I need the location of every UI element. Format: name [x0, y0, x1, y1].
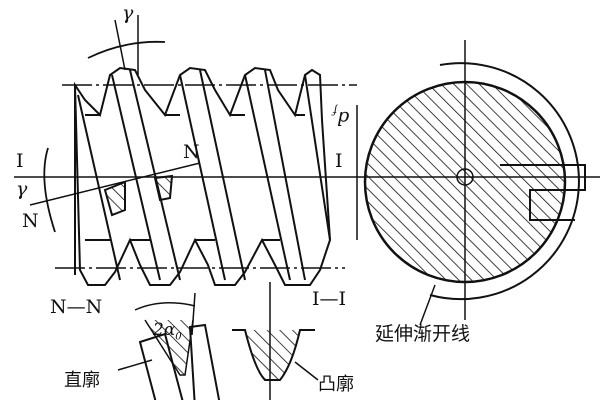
normal-section-line — [29, 162, 201, 206]
gamma-arc-top — [87, 40, 166, 59]
normal-n-label-center: N — [183, 141, 200, 163]
section-i-label-left: I — [16, 150, 24, 172]
normal-section-hatch — [103, 174, 174, 217]
gamma-label-top: γ — [122, 2, 134, 24]
section-ii-label: I—I — [312, 288, 347, 310]
normal-n-label-left: N — [22, 210, 39, 232]
angle-subscript: 0 — [175, 331, 182, 343]
gamma-label-left: γ — [16, 178, 28, 200]
convex-profile-section — [232, 329, 319, 381]
df-d: d — [337, 106, 350, 129]
gamma-arc-left — [43, 147, 56, 233]
profile-angle-label: 2α0 — [153, 322, 182, 342]
df-subscript: f — [333, 104, 338, 117]
outer-circle — [429, 62, 580, 301]
section-nn-label: N—N — [50, 296, 103, 318]
angle-text: 2α — [153, 320, 176, 340]
root-diameter-label: df — [333, 104, 350, 129]
tool-holder — [500, 164, 586, 221]
extended-involute-label: 延伸渐开线 — [375, 323, 471, 345]
straight-profile-label: 直廓 — [64, 370, 100, 391]
convex-profile-label: 凸廓 — [318, 374, 354, 395]
section-i-label-right: I — [335, 150, 343, 172]
straight-profile-section — [117, 292, 221, 400]
involute-leader — [419, 284, 436, 326]
